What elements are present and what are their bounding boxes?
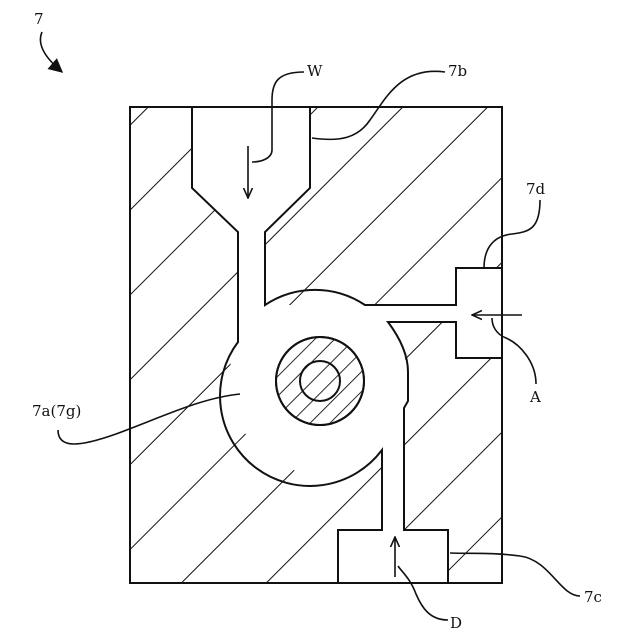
label-w: W (307, 62, 323, 80)
label-d: D (450, 614, 462, 632)
label-a: A (529, 388, 541, 406)
label-7d: 7d (526, 180, 546, 198)
label-7c: 7c (584, 588, 602, 606)
figure-number: 7 (34, 10, 44, 28)
label-7b: 7b (448, 62, 467, 80)
center-shaft (276, 337, 364, 425)
figure-pointer-arrow (40, 32, 62, 72)
label-7a-7g: 7a(7g) (32, 402, 81, 420)
